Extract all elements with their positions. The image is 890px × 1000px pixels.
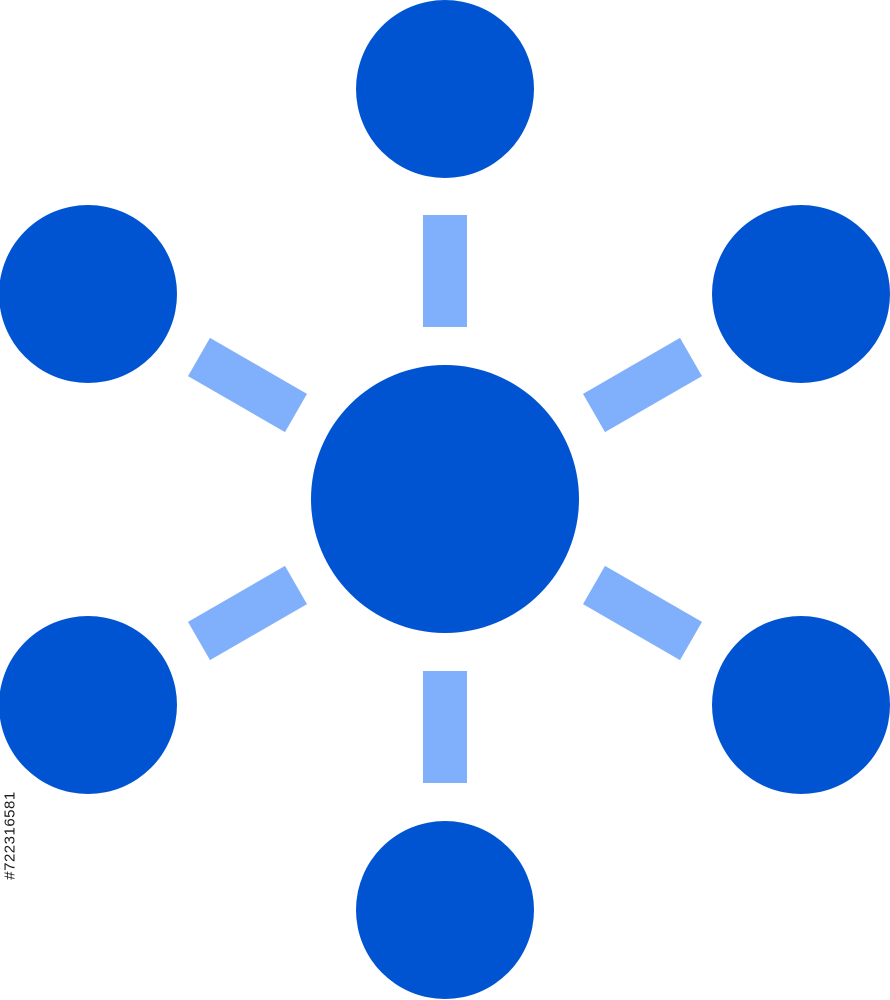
link-upper-right	[583, 337, 702, 433]
stock-id-text: #722316581	[1, 790, 19, 880]
satellite-node-upper-right	[712, 205, 890, 383]
link-upper-left	[188, 337, 307, 433]
satellite-node-top	[356, 0, 534, 178]
satellite-node-bottom	[356, 821, 534, 999]
satellite-node-lower-left	[0, 616, 177, 794]
link-top	[423, 215, 467, 327]
hub-node-center	[311, 365, 579, 633]
satellite-node-lower-right	[712, 616, 890, 794]
link-lower-right	[583, 565, 702, 661]
stock-id-label: #722316581	[0, 770, 20, 900]
link-bottom	[423, 671, 467, 783]
satellite-node-upper-left	[0, 205, 177, 383]
links-group	[188, 215, 702, 783]
link-lower-left	[188, 565, 307, 661]
